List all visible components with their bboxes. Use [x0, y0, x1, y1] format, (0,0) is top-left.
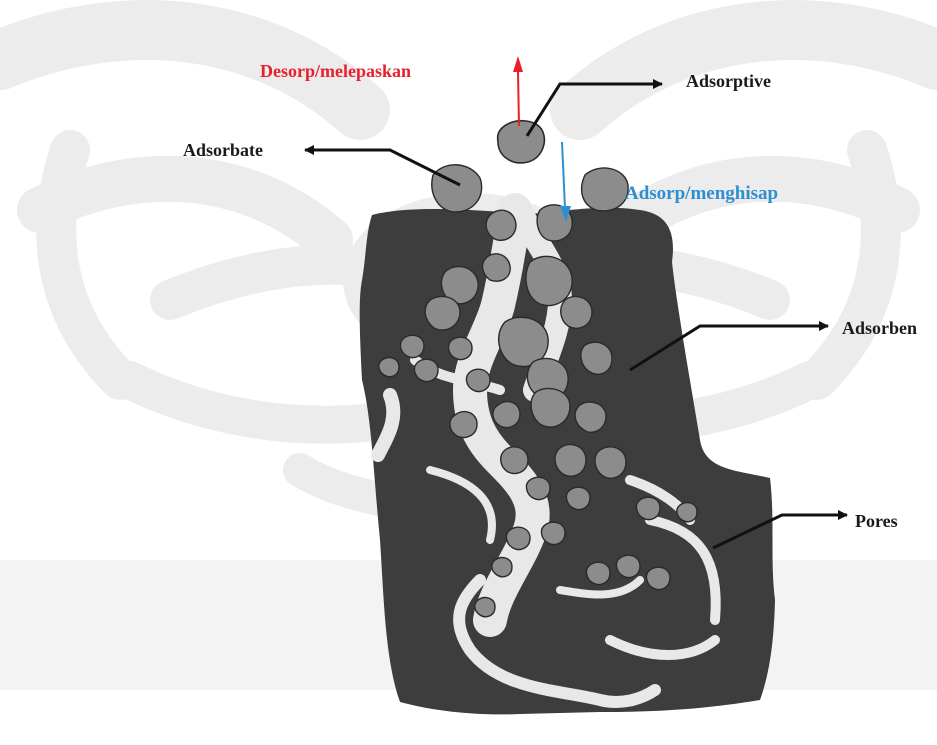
adsorbate-label: Adsorbate	[183, 141, 263, 159]
desorp-label: Desorp/melepaskan	[260, 62, 411, 80]
adsorptive-label: Adsorptive	[686, 72, 771, 90]
adsorp-arrow	[560, 142, 571, 222]
adsorptive-molecule	[498, 121, 545, 163]
adsorp-label: Adsorp/menghisap	[625, 184, 778, 203]
desorp-arrow	[513, 56, 523, 126]
adsorben-label: Adsorben	[842, 319, 917, 337]
pores-label: Pores	[855, 512, 898, 530]
